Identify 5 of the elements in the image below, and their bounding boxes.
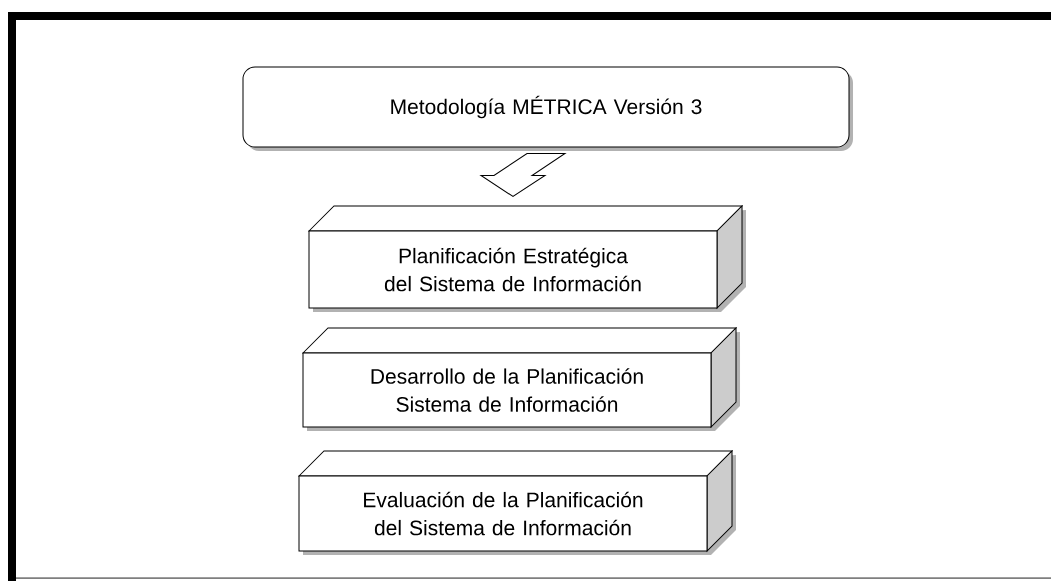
cube-box: Evaluación de la Planificación del Sistema de Información bbox=[298, 450, 736, 555]
block-arrow bbox=[480, 153, 566, 197]
cube-box: Planificación Estratégica del Sistema de Información bbox=[308, 205, 746, 312]
cube-box: Desarrollo de la Planificación Sistema de Información bbox=[302, 327, 740, 431]
rounded-box: Metodología MÉTRICA Versión 3 bbox=[242, 66, 853, 151]
